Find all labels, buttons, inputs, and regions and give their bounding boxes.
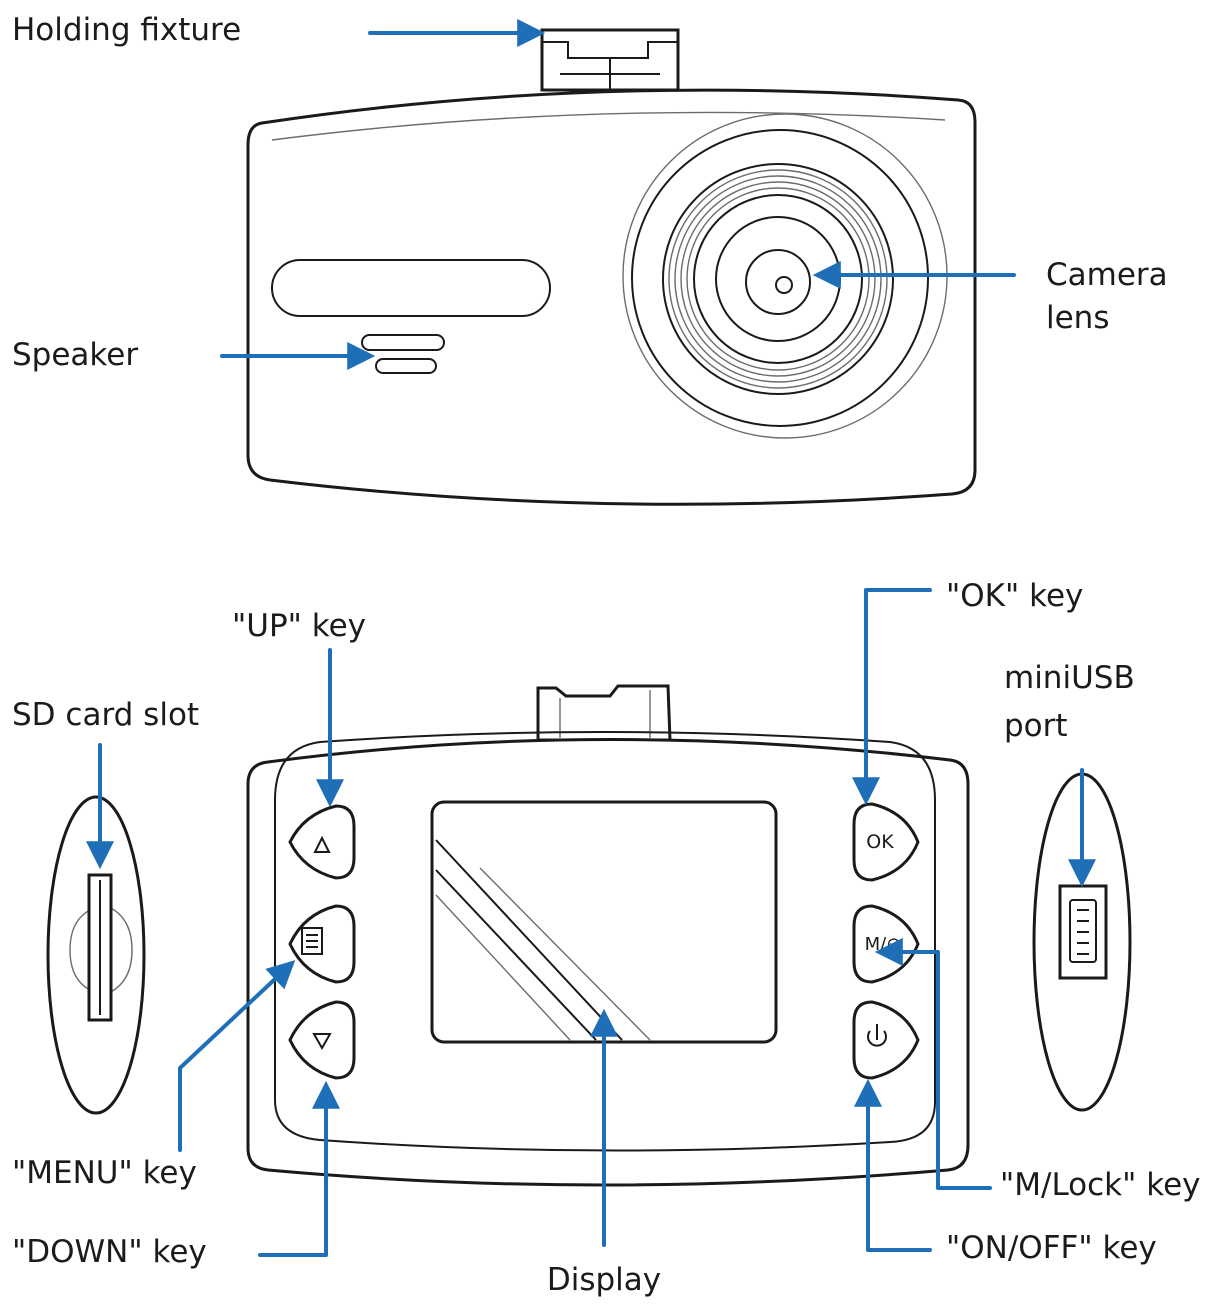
triangle-up-icon — [313, 835, 331, 853]
camera-lens — [622, 113, 948, 439]
on-off-key[interactable] — [852, 1000, 920, 1080]
down-key-arrow — [258, 1080, 340, 1257]
label-speaker: Speaker — [12, 337, 138, 373]
label-ok-key: "OK" key — [946, 578, 1083, 614]
label-up-key: "UP" key — [232, 608, 366, 644]
ok-key[interactable]: OK — [852, 802, 920, 882]
front-slot — [271, 259, 551, 317]
rear-holding-fixture — [536, 684, 672, 742]
menu-key[interactable] — [288, 904, 356, 984]
miniusb-port[interactable] — [1058, 884, 1108, 980]
holding-fixture — [540, 28, 680, 92]
back-view: OK M/⊖ — [246, 684, 970, 1187]
label-miniusb-port-line2: port — [1004, 708, 1068, 744]
label-display: Display — [547, 1262, 661, 1298]
front-view — [246, 28, 977, 506]
ok-key-glyph: OK — [866, 831, 894, 853]
usb-side — [1032, 772, 1132, 1112]
label-camera-lens-line2: lens — [1046, 300, 1109, 336]
control-panel — [274, 731, 936, 1152]
triangle-down-icon — [312, 1033, 332, 1051]
m-lock-key-arrow — [874, 938, 992, 1190]
pointer-arrows — [86, 19, 1096, 1257]
menu-key-arrow — [178, 960, 296, 1152]
down-key[interactable] — [288, 1000, 356, 1080]
on-off-key-arrow — [854, 1078, 932, 1252]
menu-list-icon — [301, 927, 323, 955]
up-key[interactable] — [288, 804, 356, 880]
label-m-lock-key: "M/Lock" key — [1000, 1167, 1201, 1203]
label-camera-lens-line1: Camera — [1046, 257, 1168, 293]
label-down-key: "DOWN" key — [12, 1234, 207, 1270]
ok-key-arrow — [852, 588, 932, 806]
power-icon — [867, 1024, 887, 1047]
sd-card-side — [46, 795, 146, 1115]
label-miniusb-port-line1: miniUSB — [1004, 660, 1135, 696]
camera-body-front — [246, 88, 977, 506]
label-on-off-key: "ON/OFF" key — [946, 1230, 1157, 1266]
label-menu-key: "MENU" key — [12, 1155, 197, 1191]
label-sd-card-slot: SD card slot — [12, 697, 199, 733]
labels: Holding fixture Speaker Camera lens "OK"… — [12, 12, 1201, 1298]
label-holding-fixture: Holding fixture — [12, 12, 241, 48]
display-screen — [430, 800, 778, 1044]
